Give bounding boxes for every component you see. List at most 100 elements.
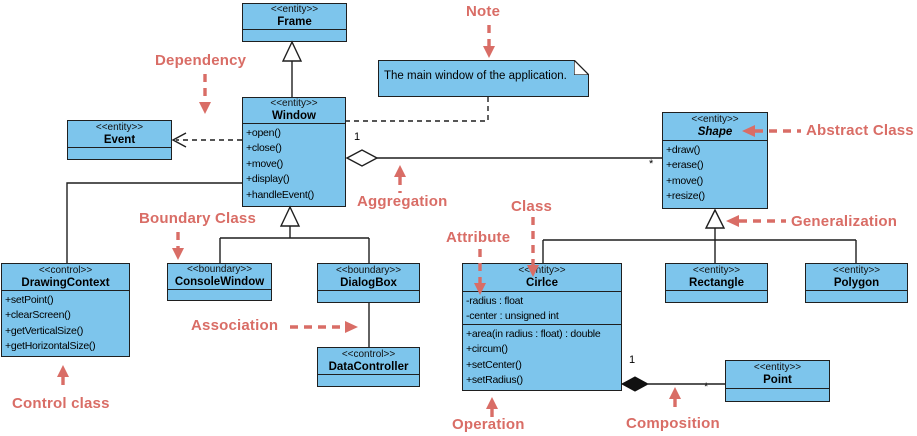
class-name: Shape	[697, 126, 733, 138]
empty-compartment	[318, 375, 419, 386]
class-data-controller[interactable]: <<control>> DataController	[317, 347, 420, 387]
operation-row: +display()	[246, 173, 290, 186]
annotation-dependency: Dependency	[155, 52, 247, 69]
operation-row: +open()	[246, 127, 281, 139]
attribute-row: -center : unsigned int	[466, 310, 559, 323]
operation-row: +move()	[666, 174, 704, 187]
class-name: Cirlce	[526, 277, 558, 289]
annotation-note: Note	[466, 3, 501, 20]
class-name: Rectangle	[689, 276, 744, 289]
class-name: DialogBox	[340, 276, 397, 289]
operation-row: +draw()	[666, 144, 701, 156]
operation-row: +getHorizontalSize()	[5, 340, 96, 353]
stereotype-label: <<entity>>	[692, 264, 741, 276]
stereotype-label: <<entity>>	[691, 114, 739, 125]
operation-row: +getVerticalSize()	[5, 324, 84, 337]
attributes-compartment: -radius : float -center : unsigned int	[463, 292, 621, 325]
class-name: Window	[272, 110, 316, 122]
annotation-composition: Composition	[626, 415, 720, 432]
class-drawing-context-header: <<control>> DrawingContext	[2, 264, 129, 291]
operation-row: +clearScreen()	[5, 309, 71, 322]
operations-compartment: +open() +close() +move() +display() +han…	[243, 124, 345, 206]
stereotype-label: <<entity>>	[832, 264, 881, 276]
operation-row: +setCenter()	[466, 358, 522, 371]
annotation-operation: Operation	[452, 416, 525, 433]
class-polygon-header: <<entity>> Polygon	[806, 264, 907, 291]
class-circle[interactable]: <<entity>> Cirlce -radius : float -cente…	[462, 263, 622, 391]
stereotype-label: <<boundary>>	[335, 264, 402, 276]
annotation-abstract-class: Abstract Class	[806, 122, 914, 139]
operation-row: +resize()	[666, 190, 705, 203]
empty-compartment	[243, 30, 346, 41]
annotation-generalization: Generalization	[791, 213, 898, 230]
class-console-window[interactable]: <<boundary>> ConsoleWindow	[167, 263, 272, 301]
class-window[interactable]: <<entity>> Window +open() +close() +move…	[242, 97, 346, 207]
uml-note[interactable]: The main window of the application.	[378, 59, 590, 97]
class-point[interactable]: <<entity>> Point	[725, 360, 830, 402]
annotation-aggregation: Aggregation	[357, 193, 448, 210]
operations-compartment: +area(in radius : float) : double +circu…	[463, 325, 621, 390]
class-name: ConsoleWindow	[174, 276, 265, 288]
operation-row: +handleEvent()	[246, 188, 315, 201]
operation-row: +close()	[246, 142, 282, 155]
operation-row: +setPoint()	[5, 294, 54, 306]
class-name: Polygon	[833, 276, 880, 289]
operation-row: +circum()	[466, 343, 508, 356]
operation-row: +setRadius()	[466, 374, 523, 387]
aggregation-multiplicity-source: 1	[354, 131, 361, 143]
class-console-window-header: <<boundary>> ConsoleWindow	[168, 264, 271, 290]
class-point-header: <<entity>> Point	[726, 361, 829, 389]
operations-compartment: +setPoint() +clearScreen() +getVerticalS…	[2, 291, 129, 356]
class-data-controller-header: <<control>> DataController	[318, 348, 419, 375]
class-polygon[interactable]: <<entity>> Polygon	[805, 263, 908, 303]
class-name: DataController	[328, 360, 409, 373]
annotation-boundary-class: Boundary Class	[139, 210, 256, 227]
class-circle-header: <<entity>> Cirlce	[463, 264, 621, 292]
class-name: DrawingContext	[21, 276, 110, 289]
class-rectangle[interactable]: <<entity>> Rectangle	[665, 263, 768, 303]
annotation-association: Association	[191, 317, 279, 334]
class-window-header: <<entity>> Window	[243, 98, 345, 124]
stereotype-label: <<entity>>	[518, 265, 566, 276]
stereotype-label: <<control>>	[341, 348, 396, 360]
class-name: Frame	[277, 16, 312, 28]
stereotype-label: <<entity>>	[270, 4, 319, 15]
operation-row: +move()	[246, 157, 284, 170]
annotation-attribute: Attribute	[446, 229, 511, 246]
annotation-control-class: Control class	[12, 395, 110, 412]
stereotype-label: <<boundary>>	[186, 264, 253, 275]
class-shape-header: <<entity>> Shape	[663, 113, 767, 141]
stereotype-label: <<entity>>	[753, 362, 802, 373]
empty-compartment	[666, 291, 767, 302]
class-dialog-box[interactable]: <<boundary>> DialogBox	[317, 263, 420, 303]
annotation-class: Class	[511, 198, 553, 215]
class-rectangle-header: <<entity>> Rectangle	[666, 264, 767, 291]
class-frame[interactable]: <<entity>> Frame	[242, 3, 347, 42]
operation-row: +area(in radius : float) : double	[466, 328, 601, 340]
empty-compartment	[806, 291, 907, 302]
class-drawing-context[interactable]: <<control>> DrawingContext +setPoint() +…	[1, 263, 130, 357]
stereotype-label: <<entity>>	[95, 121, 144, 133]
stereotype-label: <<entity>>	[270, 98, 318, 109]
empty-compartment	[726, 389, 829, 401]
empty-compartment	[68, 148, 171, 159]
note-fold-icon	[574, 59, 590, 75]
empty-compartment	[168, 290, 271, 300]
class-event-header: <<entity>> Event	[68, 121, 171, 148]
class-name: Point	[763, 374, 792, 386]
aggregation-multiplicity-target: *	[649, 158, 654, 170]
class-dialog-box-header: <<boundary>> DialogBox	[318, 264, 419, 291]
dependency-arrowhead	[171, 132, 187, 148]
composition-multiplicity-source: 1	[629, 354, 636, 366]
empty-compartment	[318, 291, 419, 302]
stereotype-label: <<control>>	[38, 264, 93, 276]
operations-compartment: +draw() +erase() +move() +resize()	[663, 141, 767, 208]
composition-multiplicity-target: *	[704, 381, 709, 393]
operation-row: +erase()	[666, 159, 704, 172]
attribute-row: -radius : float	[466, 295, 523, 307]
aggregation-diamond-icon	[345, 149, 379, 167]
class-shape[interactable]: <<entity>> Shape +draw() +erase() +move(…	[662, 112, 768, 209]
class-event[interactable]: <<entity>> Event	[67, 120, 172, 160]
class-name: Event	[103, 133, 136, 146]
